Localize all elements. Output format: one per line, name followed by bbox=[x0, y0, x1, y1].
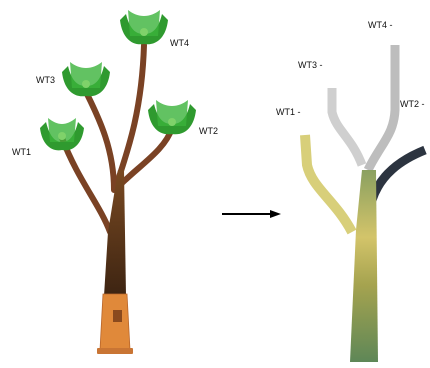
left-label-wt3: WT3 bbox=[36, 75, 55, 85]
turbine-wt2 bbox=[148, 100, 196, 134]
left-branch-wt4 bbox=[118, 45, 144, 180]
right-tree: WT1 - WT3 - WT4 - WT2 - bbox=[276, 20, 425, 362]
turbine-wt3 bbox=[62, 62, 110, 96]
right-branch-wt1 bbox=[305, 135, 352, 232]
left-label-wt2: WT2 bbox=[199, 126, 218, 136]
right-label-wt4: WT4 - bbox=[368, 20, 393, 30]
left-label-wt4: WT4 bbox=[170, 38, 189, 48]
left-base-foot bbox=[97, 348, 133, 354]
right-trunk bbox=[350, 170, 378, 362]
left-label-wt1: WT1 bbox=[12, 147, 31, 157]
right-arrow-icon bbox=[222, 210, 281, 218]
left-base-panel bbox=[113, 310, 122, 322]
left-branch-wt3 bbox=[86, 92, 114, 190]
right-label-wt2: WT2 - bbox=[400, 99, 425, 109]
right-branch-wt4 bbox=[368, 45, 395, 170]
right-branch-wt3 bbox=[332, 88, 362, 165]
right-label-wt1: WT1 - bbox=[276, 107, 301, 117]
left-branch-wt1 bbox=[62, 138, 110, 232]
turbine-wt4 bbox=[120, 10, 168, 44]
left-tree: WT1 WT3 WT4 WT2 bbox=[12, 10, 218, 354]
turbine-wt1 bbox=[40, 118, 84, 150]
right-label-wt3: WT3 - bbox=[298, 60, 323, 70]
